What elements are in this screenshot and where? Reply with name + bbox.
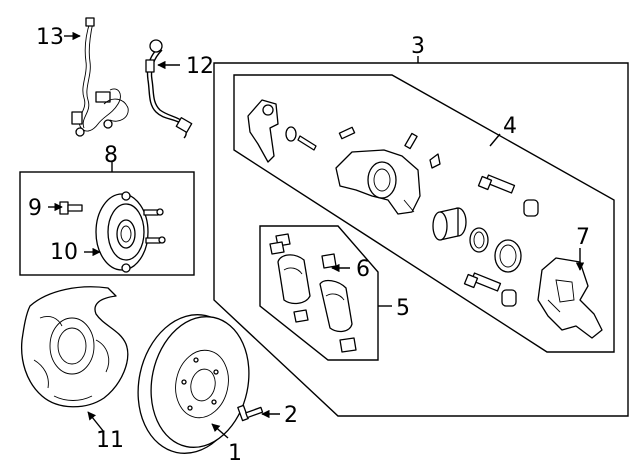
callout-1: 1 [228,441,242,466]
group-3-frame [213,62,629,417]
group-5-frame [259,225,379,361]
hub-bolt-part [59,201,83,215]
callout-2: 2 [284,403,298,428]
brake-pads-group [269,233,357,353]
callout-10: 10 [50,240,78,265]
group-8-frame [19,171,195,276]
callout-12: 12 [186,54,214,79]
callout-7: 7 [576,225,590,250]
caliper-carrier-part [537,257,603,339]
disc-screw-part [237,404,264,422]
callout-4: 4 [503,114,517,139]
brake-disc-part [137,314,250,454]
hub-bearing-part [95,191,166,273]
brake-hose-part [145,39,193,139]
dust-shield-part [20,286,129,408]
callout-11: 11 [96,428,124,453]
leader-lines [48,31,585,439]
callout-13: 13 [36,25,64,50]
callout-3: 3 [411,34,425,59]
group-4-frame [233,74,615,353]
callout-5: 5 [396,296,410,321]
callout-8: 8 [104,143,118,168]
caliper-components [247,99,539,307]
wheel-speed-sensor-part [71,17,129,137]
callout-9: 9 [28,196,42,221]
callout-6: 6 [356,257,370,282]
